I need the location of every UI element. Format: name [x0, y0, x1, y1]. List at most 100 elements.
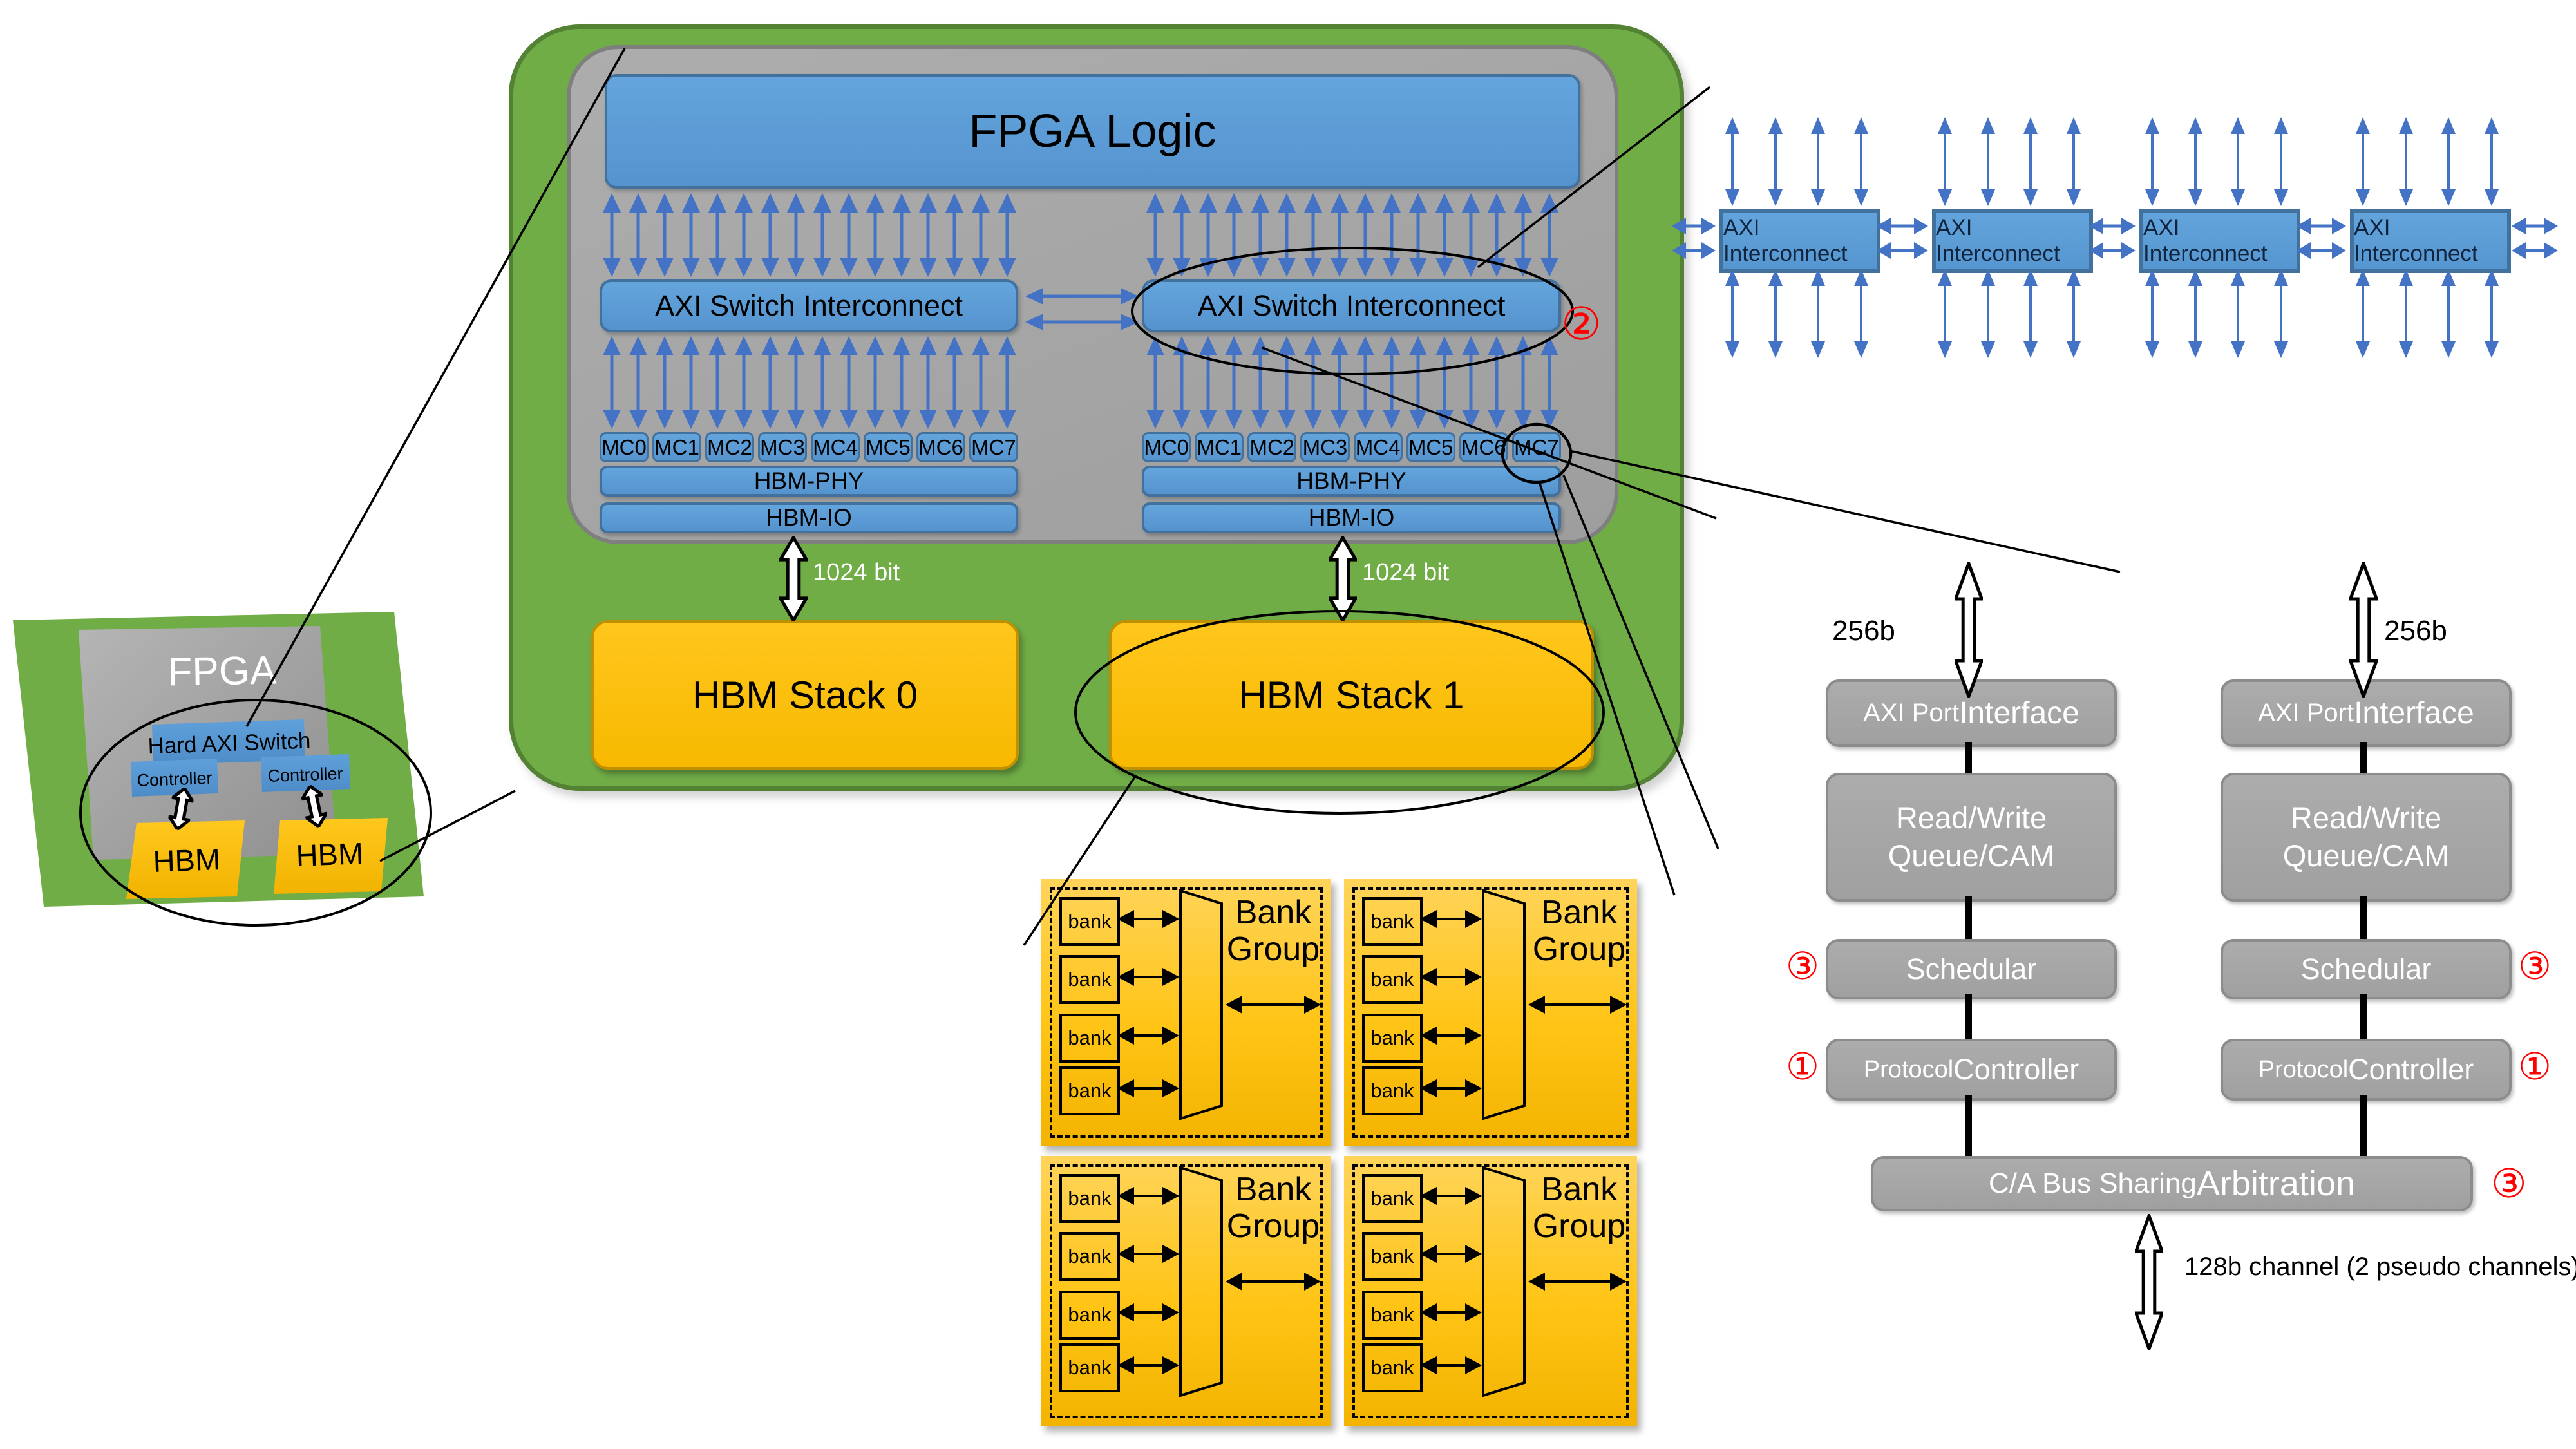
- bank-to-mux-arrow: [1117, 909, 1179, 929]
- bank-cell: bank: [1362, 955, 1423, 1004]
- bus-double-arrow: [2483, 117, 2499, 206]
- bank-group-title-1: Bank: [1540, 894, 1618, 931]
- scheduler-box: Schedular: [1826, 939, 2117, 999]
- bus-double-arrow: [2187, 117, 2203, 206]
- bus-double-arrow: [1408, 193, 1428, 277]
- bus-double-arrow: [2483, 269, 2499, 358]
- bus-double-arrow: [1767, 269, 1783, 358]
- bus-double-arrow: [2398, 269, 2414, 358]
- bus-256b-label-left: 256b: [1832, 615, 1895, 647]
- bus-double-arrow: [1224, 336, 1244, 429]
- axi-port-interface-box: AXI Port Interface: [1826, 679, 2117, 747]
- controller-box-left: [131, 759, 218, 797]
- bus-double-arrow: [2023, 117, 2039, 206]
- bus-double-arrow: [602, 193, 621, 277]
- hbm-phy-left-label: HBM-PHY: [753, 468, 864, 494]
- bank-to-mux-arrow: [1420, 909, 1482, 929]
- bus-double-arrow: [2273, 269, 2289, 358]
- bus-double-arrow: [2145, 117, 2160, 206]
- bus-double-arrow: [786, 336, 806, 429]
- mc-cell: MC4: [811, 432, 860, 462]
- chain-link-arrow: [2089, 218, 2136, 234]
- bank-to-mux-arrow: [1420, 1244, 1482, 1264]
- bank-group-title-1: Bank: [1540, 1171, 1618, 1208]
- package-fpga-label: FPGA: [167, 649, 278, 695]
- bus-double-arrow: [971, 336, 990, 429]
- callout-line: [379, 790, 516, 862]
- queue-line1: Read/Write: [1895, 800, 2047, 835]
- bus-256b-arrow-left: [1955, 562, 1983, 697]
- chain-link-arrow: [2512, 242, 2558, 259]
- scheduler-box: Schedular: [2221, 939, 2512, 999]
- bus-double-arrow: [892, 193, 912, 277]
- bus-double-arrow: [1356, 193, 1376, 277]
- bus-double-arrow: [2398, 117, 2414, 206]
- bus-double-arrow: [1853, 117, 1869, 206]
- fabric-bus-arrows-top-left: [602, 193, 1017, 277]
- bus-double-arrow: [1434, 193, 1454, 277]
- bus-double-arrow: [1224, 193, 1244, 277]
- chain-arrows-bottom: [1937, 269, 2081, 358]
- bus-double-arrow: [1251, 193, 1271, 277]
- bus-double-arrow: [813, 336, 833, 429]
- chain-arrows-bottom: [2145, 269, 2289, 358]
- bank-cell: bank: [1059, 897, 1120, 946]
- bus-double-arrow: [2441, 269, 2457, 358]
- bus-double-arrow: [1487, 336, 1507, 429]
- bus-double-arrow: [1146, 336, 1165, 429]
- bus-double-arrow: [839, 336, 859, 429]
- bus-double-arrow: [839, 193, 859, 277]
- bank-to-mux-arrow: [1420, 1303, 1482, 1322]
- bus-double-arrow: [1356, 336, 1376, 429]
- bus-double-arrow: [2355, 269, 2371, 358]
- bus-double-arrow: [1329, 336, 1349, 429]
- chain-link-arrow: [1672, 242, 1716, 259]
- axi-switch-right-label: AXI Switch Interconnect: [1197, 289, 1506, 322]
- bus-double-arrow: [1853, 269, 1869, 358]
- column-connector: [1965, 994, 1972, 1039]
- controller-box-right: [261, 754, 350, 792]
- bank-group-out-arrow: [1226, 1272, 1321, 1291]
- bank-cell: bank: [1362, 1174, 1423, 1223]
- arbitration-label-small: C/A Bus Sharing: [1989, 1168, 2197, 1199]
- package-board: [13, 612, 424, 907]
- bank-to-mux-arrow: [1420, 1026, 1482, 1045]
- chain-arrows-top: [2145, 117, 2289, 206]
- bus-double-arrow: [707, 193, 727, 277]
- bank-group-title-2: Group: [1532, 931, 1626, 969]
- bus-double-arrow: [997, 336, 1017, 429]
- bus-double-arrow: [1434, 336, 1454, 429]
- chain-arrows-top: [2355, 117, 2499, 206]
- bus-double-arrow: [602, 336, 621, 429]
- bank-group-border: [1352, 1164, 1629, 1418]
- bus-256b-label-right: 256b: [2384, 615, 2447, 647]
- bus-double-arrow: [1303, 336, 1323, 429]
- column-connector: [1965, 742, 1972, 773]
- bus-double-arrow: [918, 193, 938, 277]
- bank-cell: bank: [1059, 1174, 1120, 1223]
- bus-double-arrow: [1171, 336, 1191, 429]
- bus-double-arrow: [1198, 193, 1218, 277]
- bank-to-mux-arrow: [1420, 1079, 1482, 1098]
- bus-double-arrow: [2065, 117, 2081, 206]
- bus-double-arrow: [628, 336, 648, 429]
- bus-double-arrow: [1980, 269, 1996, 358]
- queue-line2: Queue/CAM: [2282, 838, 2450, 873]
- bank-cell: bank: [1059, 1232, 1120, 1281]
- package-callout-ellipse: [79, 699, 432, 927]
- hbm-io-left-label: HBM-IO: [766, 504, 852, 531]
- switch-to-switch-arrow: [1025, 313, 1139, 331]
- bank-cell: bank: [1362, 1291, 1423, 1340]
- bank-mux: [1482, 1166, 1526, 1397]
- bus-double-arrow: [707, 336, 727, 429]
- bank-to-mux-arrow: [1117, 1079, 1179, 1098]
- bank-group-border: [1050, 1164, 1323, 1418]
- bank-cell: bank: [1059, 955, 1120, 1004]
- controller-left-label: Controller: [137, 768, 213, 790]
- bus-double-arrow: [760, 193, 780, 277]
- controller-right-label: Controller: [267, 764, 343, 786]
